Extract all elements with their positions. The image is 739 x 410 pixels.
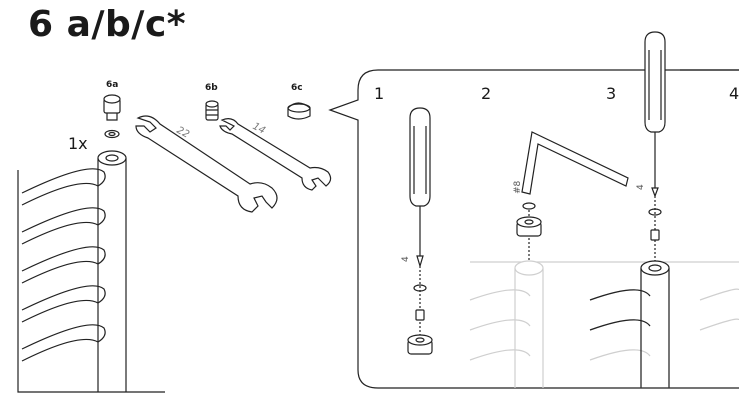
step-1-screwdriver-size: 4 xyxy=(401,256,411,262)
step-2-drawing: #8 xyxy=(513,131,629,262)
wrench-14-drawing: 14 xyxy=(219,118,332,191)
wrench-14-label: 14 xyxy=(251,121,267,137)
page-title: 6 a/b/c* xyxy=(28,4,187,45)
part-6a-drawing xyxy=(103,94,121,139)
part-6b-drawing xyxy=(205,100,219,121)
part-6b-label: 6b xyxy=(205,83,218,93)
radiator-drawing xyxy=(17,150,165,393)
part-6a-label: 6a xyxy=(106,80,119,90)
step-3-screwdriver-size: 4 xyxy=(636,184,646,190)
step-3-number: 3 xyxy=(606,84,617,103)
wrench-22-label: 22 xyxy=(175,125,191,141)
step-1-number: 1 xyxy=(374,84,385,103)
step-2-hex-key-size: #8 xyxy=(513,180,523,194)
part-6c-drawing xyxy=(287,102,311,120)
step-1-drawing: 4 xyxy=(401,107,433,355)
step-2-number: 2 xyxy=(481,84,492,103)
panel-background-radiators xyxy=(469,260,739,388)
part-6c-label: 6c xyxy=(291,83,303,93)
quantity-label: 1x xyxy=(68,134,88,153)
step-3-drawing: 4 xyxy=(589,31,670,388)
wrench-22-drawing: 22 xyxy=(135,115,278,213)
callout-panel xyxy=(328,69,739,389)
step-4-number: 4 xyxy=(729,84,739,103)
